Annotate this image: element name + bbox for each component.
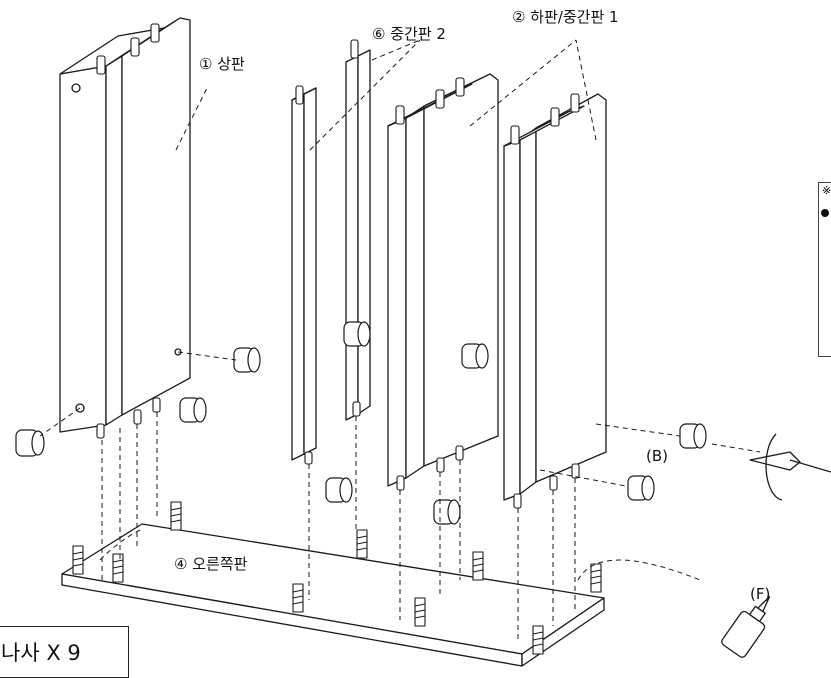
- label-bottom-middle-panel-1: ② 하판/중간판 1: [512, 8, 619, 26]
- middle-panel-1: [387, 73, 499, 487]
- guide-lines: [39, 39, 761, 640]
- glue-bottle: [721, 596, 771, 658]
- label-right-panel: ④ 오른쪽판: [174, 555, 248, 573]
- middle-panel-2: [291, 49, 371, 461]
- base-panel: [61, 523, 605, 667]
- label-top-panel: ① 상판: [199, 55, 245, 73]
- bottom-panel: [503, 93, 607, 501]
- label-glue-f: (F): [750, 585, 771, 603]
- screw-count-box: 나사 X 9: [0, 626, 129, 678]
- top-panel: [59, 17, 191, 433]
- note-star: ※: [822, 184, 831, 197]
- note-bullet-icon: [821, 209, 829, 217]
- label-cam-b: (B): [646, 447, 668, 465]
- note-box: ※: [818, 182, 831, 357]
- label-middle-panel-2: ⑥ 중간판 2: [372, 25, 446, 43]
- cam-locks: [15, 321, 707, 525]
- screw-count-text: 나사 X 9: [1, 641, 81, 665]
- spring-screws: [72, 501, 602, 655]
- dowels-bottom: [96, 397, 580, 509]
- screwdriver: [749, 433, 831, 501]
- dowels-top: [96, 23, 580, 145]
